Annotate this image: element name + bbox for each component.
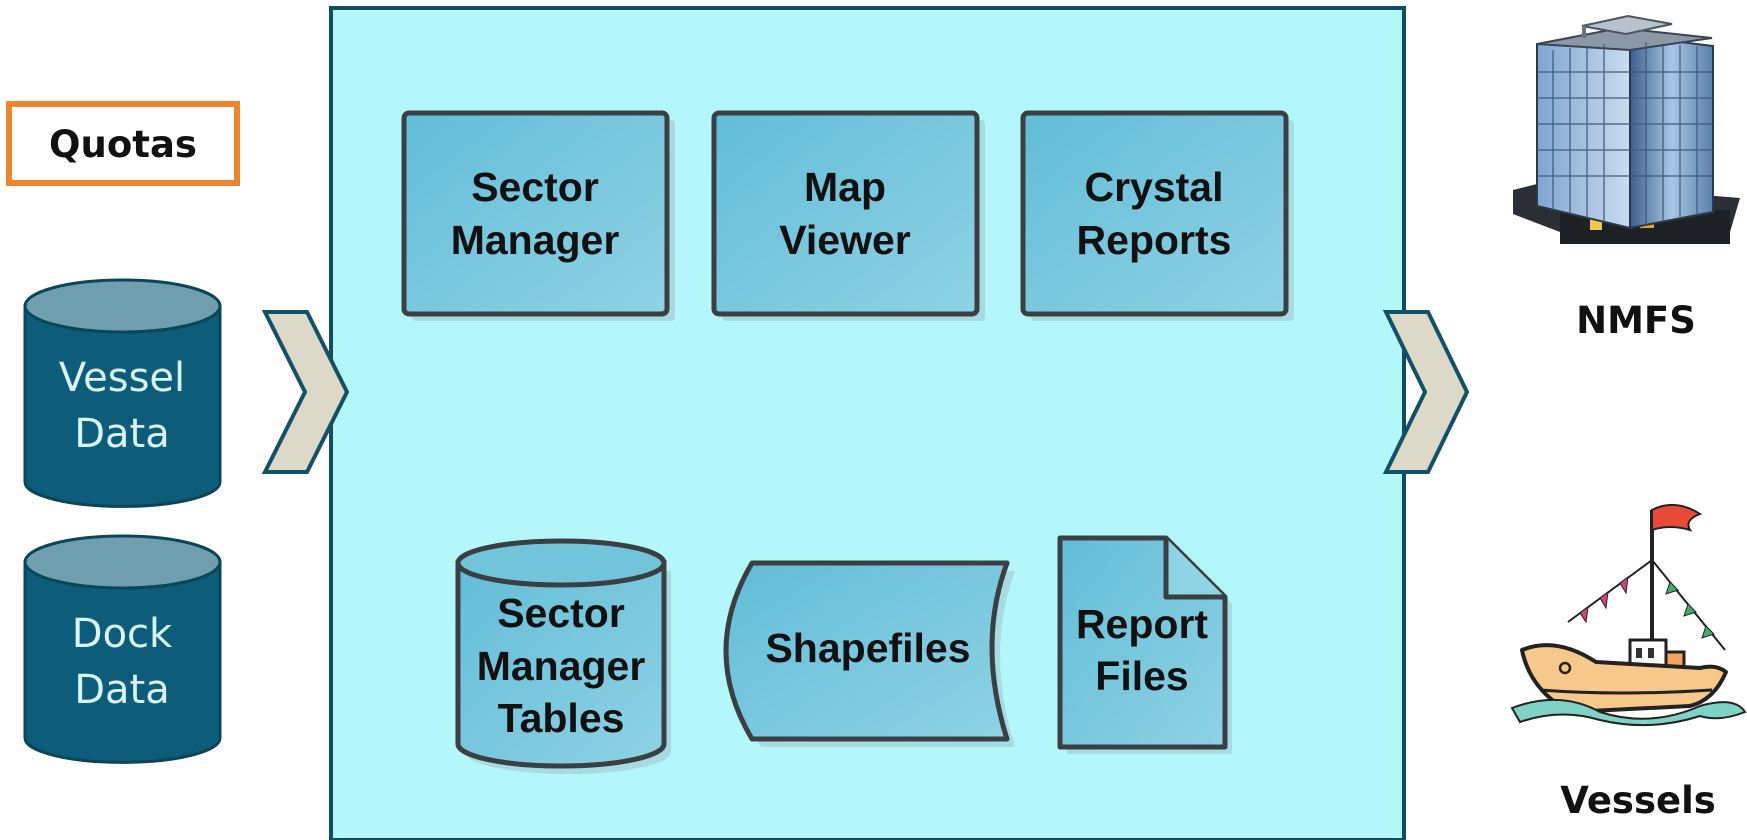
crystal-reports-line2: Reports <box>1077 217 1232 263</box>
sailboat-icon <box>1510 503 1747 727</box>
office-building-icon <box>1513 14 1740 244</box>
dock-data-line1: Dock <box>72 611 173 657</box>
sector-manager-tables-store: Sector Manager Tables <box>455 538 671 774</box>
output-chevron-icon <box>1382 310 1470 474</box>
report-files-line2: Files <box>1095 653 1188 699</box>
dock-data-database: Dock Data <box>23 534 222 764</box>
report-files-line1: Report <box>1076 601 1208 647</box>
map-viewer-line2: Viewer <box>779 217 910 263</box>
vessel-data-database: Vessel Data <box>23 278 222 508</box>
shapefiles-store: Shapefiles <box>723 560 1015 747</box>
crystal-reports-app-box: Crystal Reports <box>1020 110 1294 321</box>
nmfs-label: NMFS <box>1576 299 1696 342</box>
input-chevron-icon <box>261 310 350 474</box>
vessel-data-line1: Vessel <box>59 355 185 401</box>
map-viewer-app-box: Map Viewer <box>711 110 985 321</box>
shapefiles-label: Shapefiles <box>765 625 970 671</box>
tables-line1: Sector <box>497 590 625 636</box>
sector-manager-line2: Manager <box>451 217 620 263</box>
sector-manager-app-box: Sector Manager <box>401 110 675 321</box>
dock-data-line2: Data <box>74 667 170 713</box>
tables-line2: Manager <box>477 643 646 689</box>
vessels-label: Vessels <box>1560 779 1716 822</box>
quotas-box: Quotas <box>6 101 240 186</box>
sector-manager-line1: Sector <box>471 164 599 210</box>
crystal-reports-line1: Crystal <box>1084 164 1223 210</box>
report-files-document: Report Files <box>1057 535 1232 754</box>
vessel-data-line2: Data <box>74 411 170 457</box>
tables-line3: Tables <box>498 695 625 741</box>
map-viewer-line1: Map <box>804 164 886 210</box>
quotas-label: Quotas <box>49 123 197 166</box>
